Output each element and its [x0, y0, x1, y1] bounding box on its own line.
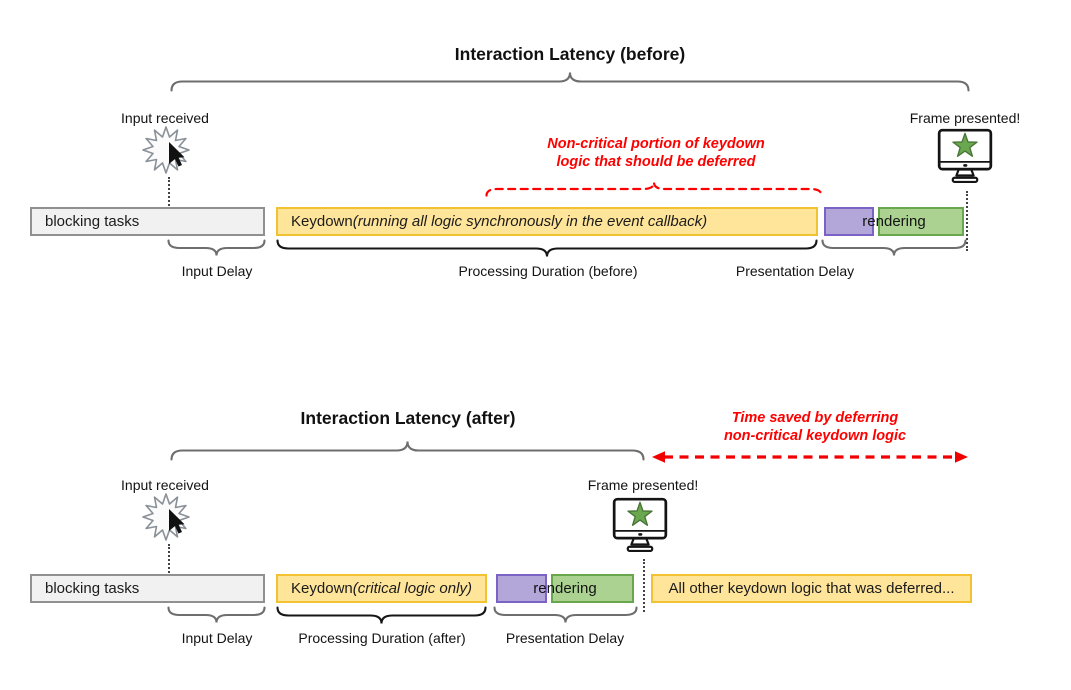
before-blocking-tasks-bar: blocking tasks: [30, 207, 265, 236]
after-processing-brace: [276, 606, 487, 624]
monitor-star-icon: [937, 128, 993, 184]
star-icon: [952, 132, 978, 157]
cursor-icon: [169, 509, 185, 534]
time-saved-arrow: [652, 451, 968, 463]
before-presentation-brace: [821, 239, 967, 256]
after-input-delay-label: Input Delay: [181, 630, 253, 646]
after-rendering-bar: [551, 574, 634, 603]
after-title: Interaction Latency (after): [300, 408, 516, 428]
after-deferred-bar: All other keydown logic that was deferre…: [651, 574, 972, 603]
after-presentation-brace: [493, 606, 638, 623]
before-presentation-label: Presentation Delay: [735, 263, 855, 279]
before-keydown-bar: Keydown (running all logic synchronously…: [276, 207, 818, 236]
after-blocking-tasks-bar: blocking tasks: [30, 574, 265, 603]
before-processing-brace: [276, 239, 818, 257]
before-title: Interaction Latency (before): [454, 44, 686, 64]
before-frame-marker-line: [966, 191, 968, 251]
monitor-star-icon: [612, 497, 668, 553]
after-processing-label: Processing Duration (after): [298, 630, 466, 646]
before-input-marker-line: [168, 177, 170, 206]
before-input-delay-brace: [167, 239, 266, 256]
before-noncritical-brace: [485, 182, 823, 197]
after-latency-brace: [170, 441, 645, 461]
before-style-layout-bar: [824, 207, 874, 236]
after-input-received-label: Input received: [121, 477, 209, 493]
after-input-marker-line: [168, 544, 170, 573]
click-burst-icon: [142, 126, 190, 174]
after-input-delay-brace: [167, 606, 266, 623]
before-frame-presented-label: Frame presented!: [909, 110, 1021, 126]
cursor-icon: [169, 142, 185, 167]
before-rendering-bar: [878, 207, 964, 236]
star-icon: [627, 501, 653, 526]
before-input-received-label: Input received: [121, 110, 209, 126]
click-burst-icon: [142, 493, 190, 541]
before-input-delay-label: Input Delay: [181, 263, 253, 279]
before-processing-label: Processing Duration (before): [458, 263, 638, 279]
after-frame-presented-label: Frame presented!: [587, 477, 699, 493]
after-keydown-bar: Keydown (critical logic only): [276, 574, 487, 603]
after-presentation-label: Presentation Delay: [505, 630, 625, 646]
after-red-annotation: Time saved by deferring non-critical key…: [723, 410, 907, 444]
after-frame-marker-line: [643, 559, 645, 612]
before-latency-brace: [170, 72, 970, 92]
after-style-layout-bar: [496, 574, 547, 603]
before-red-annotation: Non-critical portion of keydown logic th…: [547, 136, 765, 170]
